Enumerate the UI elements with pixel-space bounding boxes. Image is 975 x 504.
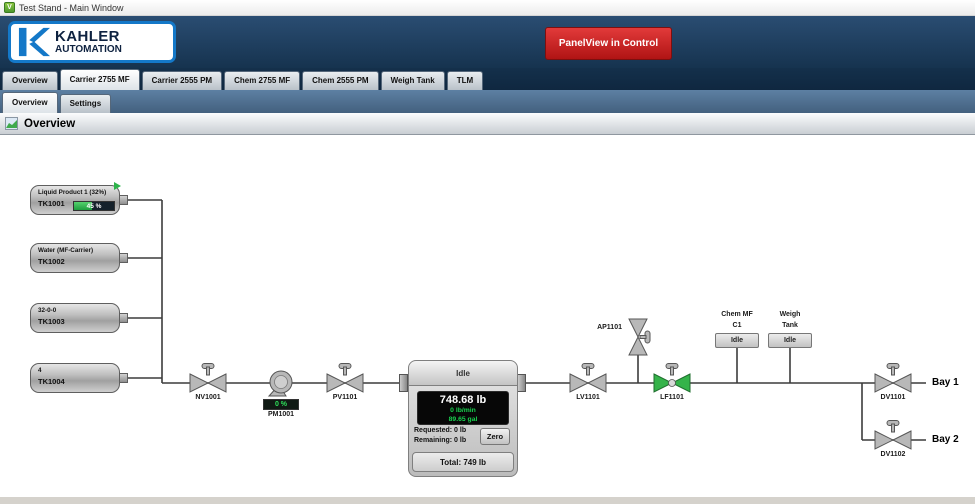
valve-lf1101-label: LF1101 [660,394,684,401]
pump-speed-badge: 0 % [263,399,299,410]
pump-pm1001-icon[interactable] [266,368,296,403]
panelview-in-control-button[interactable]: PanelView in Control [545,27,672,60]
tab-tlm[interactable]: TLM [446,71,484,90]
pump-pm1001-label: PM1001 [267,411,295,418]
bay-2-label: Bay 2 [932,434,959,445]
window-bottom-edge [0,497,975,504]
valve-ap1101-icon[interactable] [623,318,653,361]
tank-outlet-nub [119,195,128,205]
tank-tk1003[interactable]: 32-0-0 TK1003 [30,303,120,333]
overview-icon [5,117,18,130]
valve-lv1101-label: LV1101 [576,394,600,401]
sub-tab-bar: Overview Settings [0,90,975,113]
tank-level-value: 45 % [86,203,102,210]
tank-tag-label: TK1003 [38,316,65,326]
dest-chem-mf-line2: C1 [732,322,742,329]
tank-outlet-nub [119,253,128,263]
valve-pv1101-icon[interactable] [326,363,364,398]
meter-requested: Requested: 0 lb [414,427,467,434]
tank-product-label: 4 [38,367,42,374]
valve-dv1101-label: DV1101 [880,394,906,401]
tank-tag-label: TK1002 [38,256,65,266]
tab-chem-2555-pm[interactable]: Chem 2555 PM [302,71,379,90]
valve-ap1101-label: AP1101 [597,324,622,331]
valve-dv1102-icon[interactable] [874,420,912,455]
valve-lv1101-icon[interactable] [569,363,607,398]
kahler-logo: KAHLER AUTOMATION [8,21,176,63]
tank-product-label: Water (MF-Carrier) [38,247,94,254]
tank-level-bar [74,202,92,210]
subtab-settings[interactable]: Settings [59,94,112,113]
meter-weight-value: 748.68 lb [439,394,487,406]
dest-chem-mf-line1: Chem MF [721,311,753,318]
valve-nv1001-label: NV1001 [195,394,221,401]
tank-product-label: Liquid Product 1 (32%) [38,189,107,196]
meter-left-flange [399,374,408,392]
bay-1-label: Bay 1 [932,377,959,388]
brand-bottom: AUTOMATION [55,44,122,55]
tab-carrier-2755-mf[interactable]: Carrier 2755 MF [59,69,140,90]
tank-tag-label: TK1004 [38,376,65,386]
running-indicator-icon [114,182,121,190]
window-titlebar: V Test Stand - Main Window [0,0,975,16]
valve-pv1101-label: PV1101 [332,394,358,401]
window-title: Test Stand - Main Window [19,2,124,13]
tank-outlet-nub [119,313,128,323]
dest-chem-mf-status[interactable]: Idle [715,333,759,348]
meter-status: Idle [408,360,518,386]
dest-weigh-tank-line2: Tank [782,322,798,329]
meter-total: Total: 749 lb [412,452,514,472]
meter-lcd-display: 748.68 lb 0 lb/min 89.65 gal [417,391,509,425]
tab-overview[interactable]: Overview [2,71,58,90]
app-icon: V [4,2,15,13]
header-banner: KAHLER AUTOMATION PanelView in Control [0,16,975,68]
valve-dv1101-icon[interactable] [874,363,912,398]
meter-remaining: Remaining: 0 lb [414,437,467,444]
valve-lf1101-icon[interactable] [653,363,691,398]
tab-chem-2755-mf[interactable]: Chem 2755 MF [224,71,301,90]
section-title: Overview [24,117,76,130]
brand-text: KAHLER AUTOMATION [55,29,122,55]
meter-volume-value: 89.65 gal [448,416,478,424]
tab-weigh-tank[interactable]: Weigh Tank [380,71,445,90]
tank-level-badge: 45 % [73,201,115,211]
brand-top: KAHLER [55,28,120,45]
dest-weigh-tank-status[interactable]: Idle [768,333,812,348]
meter-right-flange [517,374,526,392]
zero-button[interactable]: Zero [480,428,510,445]
tab-carrier-2555-pm[interactable]: Carrier 2555 PM [141,71,223,90]
kahler-k-icon [18,27,50,57]
tank-tk1004[interactable]: 4 TK1004 [30,363,120,393]
dest-weigh-tank-line1: Weigh [779,311,801,318]
main-tab-bar: Overview Carrier 2755 MF Carrier 2555 PM… [0,68,975,90]
subtab-overview[interactable]: Overview [2,92,58,113]
tank-tk1002[interactable]: Water (MF-Carrier) TK1002 [30,243,120,273]
tank-tag-label: TK1001 [38,198,65,208]
tank-tk1001[interactable]: Liquid Product 1 (32%) TK1001 45 % [30,182,121,215]
valve-dv1102-label: DV1102 [880,451,906,458]
valve-nv1001-icon[interactable] [189,363,227,398]
tank-product-label: 32-0-0 [38,307,57,314]
meter-rate-value: 0 lb/min [450,407,476,415]
section-header: Overview [0,113,975,135]
tank-outlet-nub [119,373,128,383]
